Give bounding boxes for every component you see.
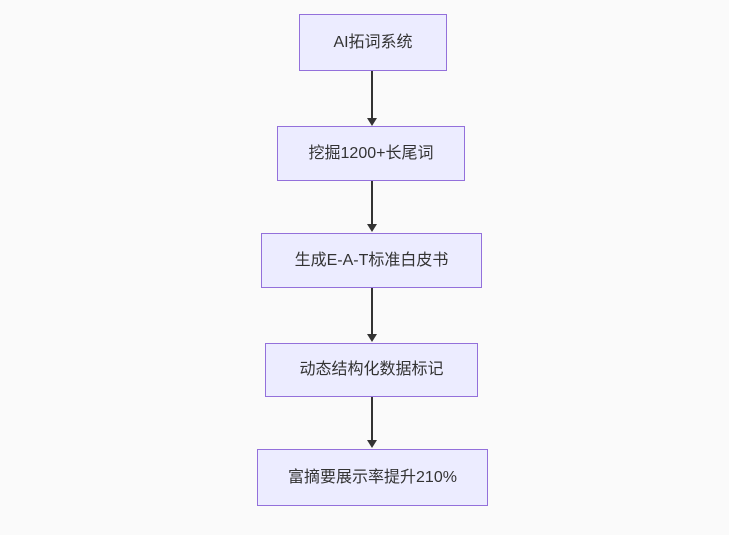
- node-label: 富摘要展示率提升210%: [288, 468, 457, 486]
- arrow-shaft: [371, 397, 373, 440]
- node-label: 动态结构化数据标记: [299, 361, 444, 379]
- flow-arrow-3: [367, 288, 377, 342]
- flowchart-node-rich-snippet-rate-increase: 富摘要展示率提升210%: [257, 449, 488, 506]
- flow-arrow-2: [367, 181, 377, 232]
- arrow-shaft: [371, 181, 373, 224]
- arrow-head-icon: [367, 334, 377, 342]
- flowchart-node-longtail-keyword-mining: 挖掘1200+长尾词: [277, 126, 465, 181]
- flow-arrow-4: [367, 397, 377, 448]
- arrow-head-icon: [367, 440, 377, 448]
- node-label: AI拓词系统: [333, 33, 413, 51]
- arrow-shaft: [371, 288, 373, 334]
- flowchart-node-eat-whitepaper-generation: 生成E-A-T标准白皮书: [261, 233, 482, 288]
- arrow-head-icon: [367, 118, 377, 126]
- node-label: 生成E-A-T标准白皮书: [294, 251, 449, 269]
- arrow-shaft: [371, 71, 373, 118]
- arrow-head-icon: [367, 224, 377, 232]
- flowchart-node-dynamic-structured-data-markup: 动态结构化数据标记: [265, 343, 478, 397]
- flow-arrow-1: [367, 71, 377, 126]
- node-label: 挖掘1200+长尾词: [308, 144, 434, 162]
- flowchart-node-ai-word-expansion-system: AI拓词系统: [299, 14, 447, 71]
